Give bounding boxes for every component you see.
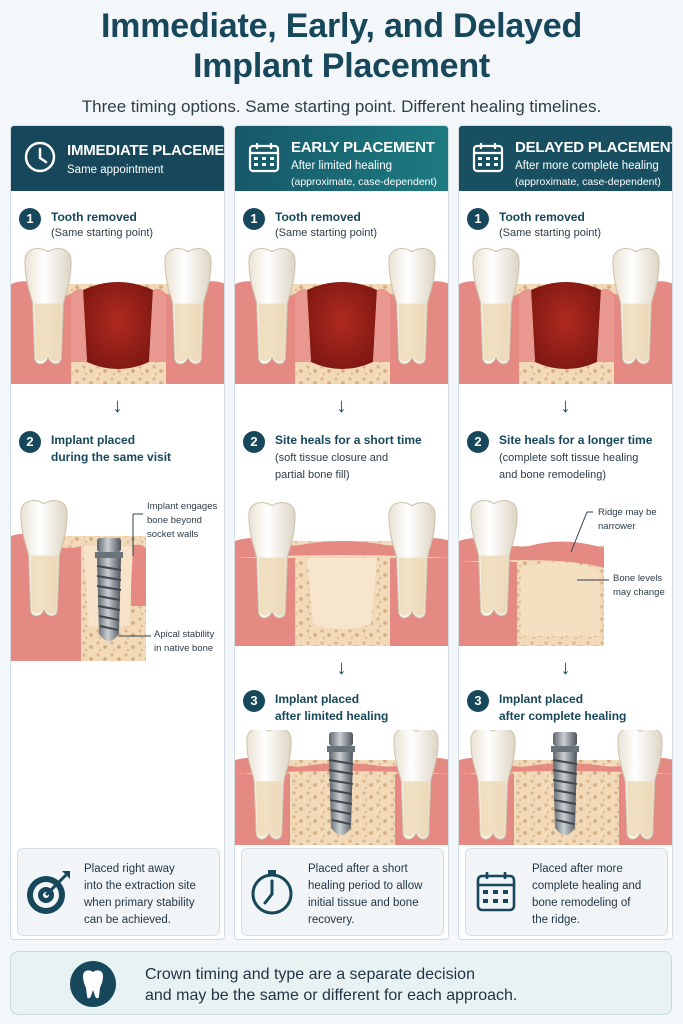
step-description: (Same starting point) bbox=[275, 227, 378, 239]
step-description-2: partial bone fill) bbox=[275, 469, 350, 481]
column-subtitle-note: (approximate, case-dependent) bbox=[515, 176, 661, 188]
step-number: 1 bbox=[467, 208, 489, 230]
column-subtitle: After more complete healing bbox=[515, 160, 659, 172]
column-header: IMMEDIATE PLACEMENT Same appointment bbox=[11, 126, 224, 191]
calendar-icon bbox=[472, 143, 504, 173]
summary-card: Placed after a short healing period to a… bbox=[241, 848, 444, 936]
column-subtitle: Same appointment bbox=[67, 164, 164, 176]
step-title: Tooth removed bbox=[275, 210, 361, 224]
step-number: 3 bbox=[467, 690, 489, 712]
step-description: (Same starting point) bbox=[51, 227, 154, 239]
annotation-implant-engages: Implant engages bone beyond socket walls bbox=[147, 501, 218, 540]
column-subtitle: After limited healing bbox=[291, 160, 392, 172]
step-title: Tooth removed bbox=[499, 210, 585, 224]
step-description: (soft tissue closure and bbox=[275, 452, 389, 464]
extraction-socket-illustration bbox=[235, 248, 448, 384]
extraction-socket-illustration bbox=[11, 248, 224, 384]
down-arrow-icon: ↓ bbox=[336, 395, 347, 417]
footer-note: Crown timing and type are a separate dec… bbox=[10, 951, 672, 1015]
column-immediate-placement: IMMEDIATE PLACEMENT Same appointment 1 T… bbox=[10, 125, 225, 940]
down-arrow-icon: ↓ bbox=[560, 657, 571, 679]
column-title: DELAYED PLACEMENT bbox=[515, 139, 673, 156]
title-line-2: Implant Placement bbox=[192, 47, 491, 85]
title-line-1: Immediate, Early, and Delayed bbox=[100, 7, 583, 45]
clock-icon bbox=[24, 141, 56, 173]
step-description-2: and bone remodeling) bbox=[499, 469, 607, 481]
column-title: EARLY PLACEMENT bbox=[291, 139, 435, 156]
down-arrow-icon: ↓ bbox=[112, 395, 123, 417]
column-header: DELAYED PLACEMENT After more complete he… bbox=[459, 126, 672, 191]
calendar-icon bbox=[476, 872, 516, 912]
step-description: during the same visit bbox=[51, 450, 172, 464]
step-number: 2 bbox=[19, 431, 41, 453]
column-subtitle-note: (approximate, case-dependent) bbox=[291, 176, 437, 188]
annotation-bone-levels: Bone levels may change bbox=[613, 573, 665, 598]
summary-card: Placed right away into the extraction si… bbox=[17, 848, 220, 936]
page-subtitle: Three timing options. Same starting poin… bbox=[81, 97, 602, 116]
early-healing-illustration bbox=[235, 502, 448, 646]
step-number: 3 bbox=[243, 690, 265, 712]
step-number: 1 bbox=[19, 208, 41, 230]
delayed-healing-illustration bbox=[459, 500, 609, 646]
column-early-placement: EARLY PLACEMENT After limited healing (a… bbox=[234, 125, 449, 940]
step-title: Site heals for a longer time bbox=[499, 433, 653, 447]
step-description: (Same starting point) bbox=[499, 227, 602, 239]
step-title: Implant placed bbox=[499, 692, 584, 706]
summary-text: Placed after more complete healing and b… bbox=[532, 863, 642, 926]
down-arrow-icon: ↓ bbox=[560, 395, 571, 417]
step-title: Tooth removed bbox=[51, 210, 137, 224]
annotation-apical-stability: Apical stability in native bone bbox=[154, 629, 215, 654]
step-description: after limited healing bbox=[275, 709, 389, 723]
step-number: 2 bbox=[243, 431, 265, 453]
step-title: Site heals for a short time bbox=[275, 433, 422, 447]
early-implant-illustration bbox=[235, 730, 448, 845]
summary-text: Placed right away into the extraction si… bbox=[84, 863, 196, 926]
tooth-icon-badge bbox=[70, 961, 116, 1007]
summary-card: Placed after more complete healing and b… bbox=[465, 848, 668, 936]
tooth-icon bbox=[83, 970, 103, 999]
calendar-icon bbox=[248, 143, 280, 173]
column-title: IMMEDIATE PLACEMENT bbox=[67, 142, 225, 159]
footer-text: Crown timing and type are a separate dec… bbox=[145, 966, 518, 1004]
down-arrow-icon: ↓ bbox=[336, 657, 347, 679]
summary-text: Placed after a short healing period to a… bbox=[308, 863, 423, 926]
step-number: 1 bbox=[243, 208, 265, 230]
step-title: Implant placed bbox=[275, 692, 360, 706]
delayed-implant-illustration bbox=[459, 730, 672, 845]
target-icon bbox=[27, 871, 70, 914]
immediate-implant-illustration bbox=[11, 500, 151, 661]
step-title: Implant placed bbox=[51, 433, 136, 447]
step-description: (complete soft tissue healing bbox=[499, 452, 639, 464]
step-number: 2 bbox=[467, 431, 489, 453]
extraction-socket-illustration bbox=[459, 248, 672, 384]
annotation-ridge-narrower: Ridge may be narrower bbox=[598, 507, 657, 532]
step-description: after complete healing bbox=[499, 709, 627, 723]
stopwatch-icon bbox=[251, 870, 293, 915]
column-delayed-placement: DELAYED PLACEMENT After more complete he… bbox=[458, 125, 673, 940]
column-header: EARLY PLACEMENT After limited healing (a… bbox=[235, 126, 448, 191]
